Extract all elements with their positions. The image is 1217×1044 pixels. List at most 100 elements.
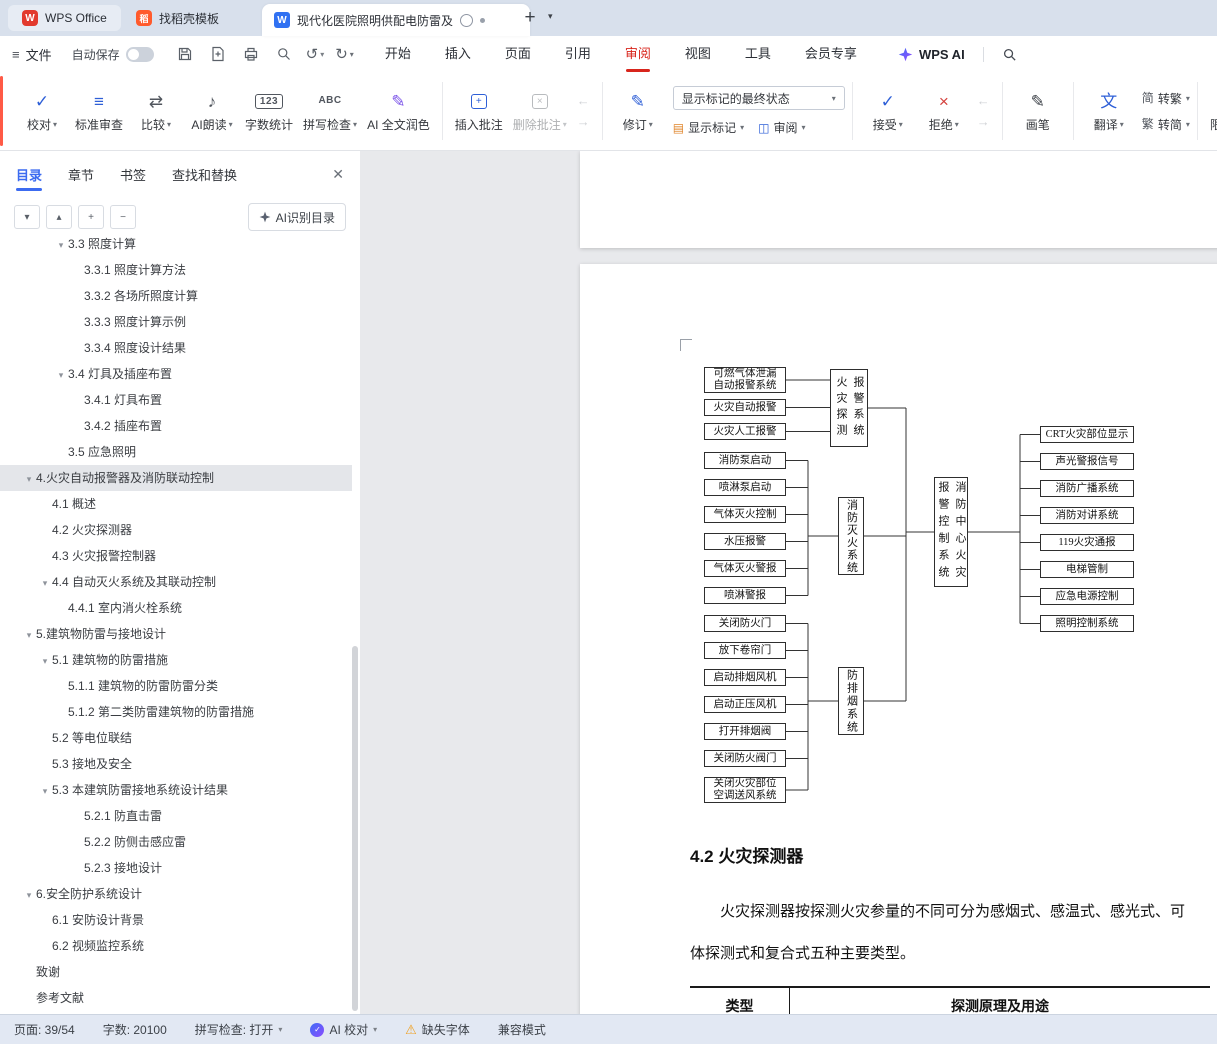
toc-item[interactable]: 6.1 安防设计背景 — [0, 907, 352, 933]
ribbon-button-review-pane[interactable]: ◫审阅▾ — [758, 119, 805, 136]
toc-item[interactable]: 5.1.1 建筑物的防雷防雷分类 — [0, 673, 352, 699]
toc-item[interactable]: 5.3 接地及安全 — [0, 751, 352, 777]
toc-expander-icon[interactable]: ▾ — [26, 474, 32, 484]
collapse-all-button[interactable]: ▾ — [14, 205, 40, 229]
wps-home-tab[interactable]: W WPS Office — [8, 5, 121, 31]
menu-insert[interactable]: 插入 — [444, 46, 471, 61]
sidebar-tab-bookmark[interactable]: 书签 — [120, 167, 147, 183]
wps-ai-button[interactable]: WPS AI — [898, 47, 965, 62]
toc-item[interactable]: 5.2.3 接地设计 — [0, 855, 352, 881]
ribbon-button-track-changes[interactable]: ✎修订▾ — [610, 85, 666, 137]
menu-page[interactable]: 页面 — [504, 46, 531, 61]
ribbon-button-ai-read[interactable]: ♪AI朗读▾ — [184, 85, 240, 137]
document-canvas[interactable]: 可燃气体泄漏自动报警系统火灾自动报警火灾人工报警消防泵启动喷淋泵启动气体灭火控制… — [360, 151, 1217, 1014]
toc-item[interactable]: 4.2 火灾探测器 — [0, 517, 352, 543]
toc-item[interactable]: ▾4.火灾自动报警器及消防联动控制 — [0, 465, 352, 491]
ribbon-button-pen[interactable]: ✎画笔 — [1010, 85, 1066, 137]
zoom-out-button[interactable]: − — [110, 205, 136, 229]
menu-reference[interactable]: 引用 — [564, 46, 591, 61]
ribbon-button-standard-review[interactable]: ≡标准审查 — [70, 85, 128, 137]
ribbon-button-reject[interactable]: ×拒绝▾ — [916, 85, 972, 137]
menu-member[interactable]: 会员专享 — [804, 46, 857, 61]
toc-item[interactable]: 参考文献 — [0, 985, 352, 1011]
spell-check-status[interactable]: 拼写检查: 打开 ▾ — [195, 1021, 283, 1038]
file-menu-button[interactable]: ≡ 文件 — [12, 45, 52, 64]
missing-font-warning[interactable]: ⚠ 缺失字体 — [405, 1021, 470, 1038]
toc-item[interactable]: 3.3.3 照度计算示例 — [0, 309, 352, 335]
sidebar-tab-chapter[interactable]: 章节 — [68, 167, 95, 183]
ribbon-button-show-markup[interactable]: ▤显示标记▾ — [673, 119, 744, 136]
sidebar-tab-catalog[interactable]: 目录 — [16, 151, 43, 197]
toc-item[interactable]: ▾5.3 本建筑防雷接地系统设计结果 — [0, 777, 352, 803]
redo-icon: ↻ — [335, 45, 348, 63]
toc-item[interactable]: 3.3.2 各场所照度计算 — [0, 283, 352, 309]
compat-mode-indicator[interactable]: 兼容模式 — [497, 1023, 546, 1037]
menu-view[interactable]: 视图 — [684, 46, 711, 61]
toc-expander-icon[interactable]: ▾ — [58, 240, 64, 250]
autosave-toggle[interactable] — [125, 46, 154, 62]
toc-expander-icon[interactable]: ▾ — [42, 786, 48, 796]
toc-item[interactable]: 致谢 — [0, 959, 352, 985]
toc-item[interactable]: 5.2.2 防侧击感应雷 — [0, 829, 352, 855]
toc-item[interactable]: 3.5 应急照明 — [0, 439, 352, 465]
docer-template-tab[interactable]: 稻 找稻壳模板 — [126, 5, 273, 31]
tab-list-button[interactable]: ▾ — [548, 11, 553, 21]
menu-tools[interactable]: 工具 — [744, 46, 771, 61]
close-pane-icon[interactable]: ✕ — [332, 165, 344, 182]
search-button[interactable] — [1002, 47, 1017, 62]
ai-proofread-status[interactable]: ✓ AI 校对 ▾ — [310, 1021, 377, 1038]
document-tab[interactable]: W 现代化医院照明供配电防雷及 — [262, 4, 530, 36]
ribbon-button-to-simplified[interactable]: 繁转简▾ — [1142, 116, 1190, 133]
print-icon[interactable] — [240, 43, 262, 65]
ribbon-button-insert-comment[interactable]: +插入批注 — [450, 85, 508, 137]
toc-item[interactable]: 6.2 视频监控系统 — [0, 933, 352, 959]
ribbon-button-translate[interactable]: 文翻译▾ — [1081, 85, 1137, 137]
page-indicator[interactable]: 页面: 39/54 — [14, 1023, 75, 1037]
toc-item[interactable]: 4.1 概述 — [0, 491, 352, 517]
toc-item[interactable]: ▾5.1 建筑物的防雷措施 — [0, 647, 352, 673]
toc-item[interactable]: 3.4.1 灯具布置 — [0, 387, 352, 413]
toc-item[interactable]: ▾5.建筑物防雷与接地设计 — [0, 621, 352, 647]
ribbon-button-proofread[interactable]: ✓校对▾ — [14, 85, 70, 137]
expand-all-button[interactable]: ▴ — [46, 205, 72, 229]
menu-review[interactable]: 审阅 — [622, 36, 654, 72]
export-pdf-icon[interactable] — [207, 43, 229, 65]
toc-expander-icon[interactable]: ▾ — [26, 630, 32, 640]
new-tab-button[interactable]: + — [524, 7, 536, 28]
redo-button[interactable]: ↻▾ — [335, 47, 354, 62]
ai-toc-button[interactable]: AI识别目录 — [247, 203, 346, 231]
sidebar-scrollbar[interactable] — [352, 646, 358, 1011]
menu-start[interactable]: 开始 — [384, 46, 411, 61]
toc-item[interactable]: 5.2 等电位联结 — [0, 725, 352, 751]
ribbon-button-ai-polish[interactable]: ✎AI 全文润色 — [362, 85, 435, 137]
ribbon-button-compare[interactable]: ⇄比较▾ — [128, 85, 184, 137]
toc-expander-icon[interactable]: ▾ — [58, 370, 64, 380]
ribbon-button-label: 标准审查 — [75, 118, 124, 132]
toc-item[interactable]: ▾4.4 自动灭火系统及其联动控制 — [0, 569, 352, 595]
display-mode-select[interactable]: 显示标记的最终状态▾ — [672, 86, 845, 110]
toc-item[interactable]: 3.4.2 插座布置 — [0, 413, 352, 439]
ribbon-button-accept[interactable]: ✓接受▾ — [860, 85, 916, 137]
toc-item[interactable]: 4.4.1 室内消火栓系统 — [0, 595, 352, 621]
toc-item[interactable]: ▾3.4 灯具及插座布置 — [0, 361, 352, 387]
toc-item[interactable]: 5.1.2 第二类防雷建筑物的防雷措施 — [0, 699, 352, 725]
toc-item[interactable]: 5.2.1 防直击雷 — [0, 803, 352, 829]
toc-item[interactable]: 3.3.1 照度计算方法 — [0, 257, 352, 283]
undo-button[interactable]: ↺▾ — [306, 47, 325, 62]
word-count-indicator[interactable]: 字数: 20100 — [102, 1023, 167, 1037]
toc-item[interactable]: ▾3.3 照度计算 — [0, 237, 352, 257]
print-preview-icon[interactable] — [273, 43, 295, 65]
toc-item[interactable]: ▾6.安全防护系统设计 — [0, 881, 352, 907]
toc-expander-icon[interactable]: ▾ — [42, 578, 48, 588]
sidebar-tab-find-replace[interactable]: 查找和替换 — [172, 167, 238, 183]
ribbon-button-to-traditional[interactable]: 简转繁▾ — [1142, 90, 1190, 107]
toc-expander-icon[interactable]: ▾ — [26, 890, 32, 900]
ribbon-button-restrict-edit[interactable]: ▣限制编辑 — [1205, 85, 1217, 137]
zoom-in-button[interactable]: + — [78, 205, 104, 229]
toc-item[interactable]: 4.3 火灾报警控制器 — [0, 543, 352, 569]
toc-expander-icon[interactable]: ▾ — [42, 656, 48, 666]
save-icon[interactable] — [174, 43, 196, 65]
toc-item[interactable]: 3.3.4 照度设计结果 — [0, 335, 352, 361]
